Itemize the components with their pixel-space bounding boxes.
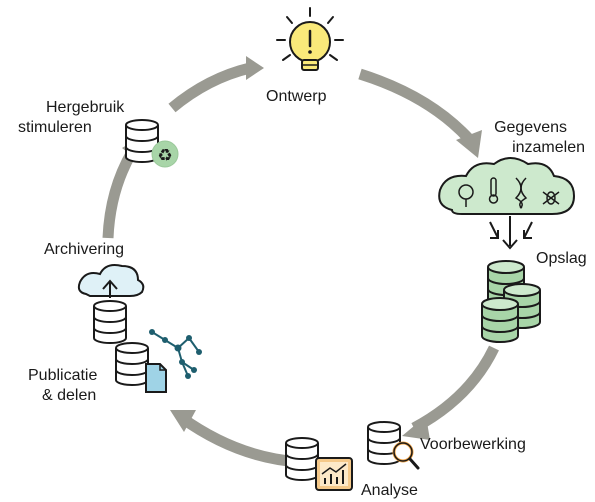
database-chart-icon — [285, 437, 353, 491]
database-document-network-icon — [115, 329, 202, 393]
cycle-arrow-hergebruik-to-ontwerp — [168, 62, 252, 113]
tree-icon — [458, 184, 474, 207]
stage-label-gegevens-line2: inzamelen — [512, 139, 585, 156]
cloud-sensors-icon — [438, 157, 576, 250]
database-search-icon — [367, 421, 420, 470]
cycle-arrow-archivering-to-hergebruik — [102, 149, 137, 239]
stage-label-hergebruik-line2: stimuleren — [18, 119, 92, 136]
stage-label-voorbewerking: Voorbewerking — [420, 436, 526, 453]
cloud-upload-database-icon — [77, 264, 145, 344]
cycle-arrow-ontwerp-to-gegevens — [358, 68, 475, 144]
arrowhead-voorbewerking — [402, 416, 430, 440]
stage-label-archivering: Archivering — [44, 241, 125, 258]
cycle-arrows — [102, 62, 499, 468]
stage-label-analyse: Analyse — [361, 482, 418, 499]
arrowhead-gegevens — [456, 130, 482, 158]
stage-label-opslag: Opslag — [536, 250, 587, 267]
dna-icon — [514, 177, 528, 209]
database-recycle-icon: ♻ — [125, 119, 179, 168]
lightbulb-icon — [276, 7, 344, 71]
stage-label-gegevens-line1: Gegevens — [494, 119, 567, 136]
stage-label-hergebruik-line1: Hergebruik — [46, 99, 125, 116]
stage-label-publicatie-line2: & delen — [42, 387, 97, 404]
stage-label-ontwerp: Ontwerp — [266, 88, 327, 105]
collection-arrows — [489, 216, 533, 250]
arrowhead-publicatie — [170, 410, 196, 432]
recycle-icon: ♻ — [157, 146, 172, 166]
stage-label-publicatie-line1: Publicatie — [28, 367, 98, 384]
cycle-arrow-analyse-to-publicatie — [178, 413, 301, 468]
arrowhead-ontwerp — [246, 56, 264, 80]
database-stack-icon — [481, 260, 541, 343]
bug-icon — [542, 191, 560, 205]
thermometer-icon — [488, 177, 499, 204]
